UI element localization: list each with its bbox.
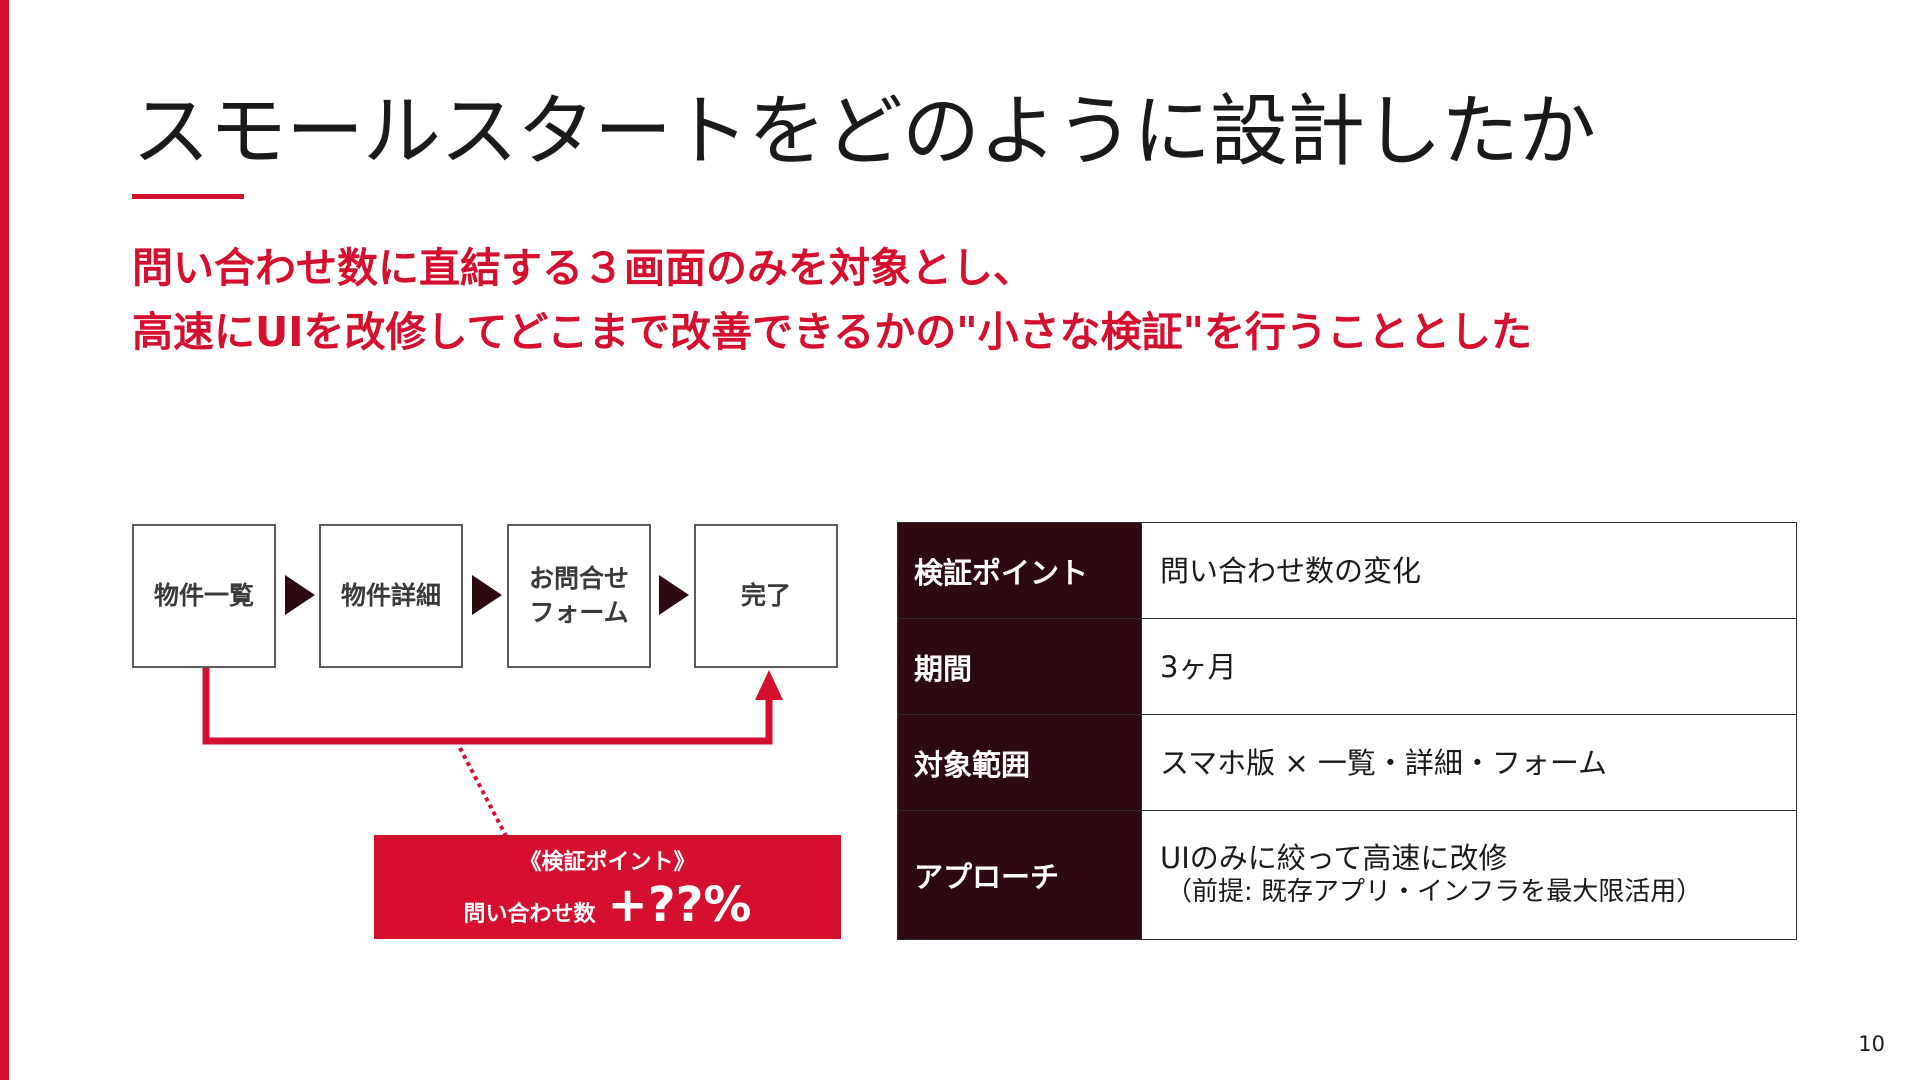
subtitle: 問い合わせ数に直結する３画面のみを対象とし、 高速にUIを改修してどこまで改善で… (132, 236, 1532, 364)
table-value-cell: 問い合わせ数の変化 (1141, 522, 1797, 619)
flow-step-label: フォーム (529, 598, 629, 627)
table-header-cell: 期間 (897, 618, 1142, 715)
table-value: UIのみに絞って高速に改修 (1160, 841, 1508, 875)
arrow-up-icon (755, 670, 783, 700)
flow-step-label: 物件一覧 (153, 581, 254, 610)
flow-step-label: 物件詳細 (340, 581, 441, 610)
check-point-title: 《検証ポイント》 (519, 850, 696, 875)
info-table: 検証ポイント 問い合わせ数の変化 期間 3ヶ月 対象範囲 スマホ版 × 一覧・詳… (897, 522, 1797, 940)
arrow-right-icon (285, 575, 315, 615)
arrow-right-icon (472, 575, 502, 615)
table-value: 3ヶ月 (1160, 649, 1237, 684)
left-accent-bar (0, 0, 9, 1080)
table-value-cell: 3ヶ月 (1141, 618, 1797, 715)
check-point-value: +??% (607, 877, 752, 933)
dotted-leader-line (458, 747, 508, 837)
table-row: アプローチ UIのみに絞って高速に改修 （前提: 既存アプリ・インフラを最大限活… (897, 810, 1797, 940)
check-point-line: 問い合わせ数 +??% (374, 877, 841, 933)
check-point-box: 《検証ポイント》 問い合わせ数 +??% (374, 835, 841, 939)
title-underline (132, 194, 244, 199)
table-row: 検証ポイント 問い合わせ数の変化 (897, 522, 1797, 619)
page-title: スモールスタートをどのように設計したか (132, 87, 1596, 177)
table-value-cell: スマホ版 × 一覧・詳細・フォーム (1141, 714, 1797, 811)
table-row: 対象範囲 スマホ版 × 一覧・詳細・フォーム (897, 714, 1797, 811)
table-header-cell: アプローチ (897, 810, 1142, 940)
page-number: 10 (1858, 1032, 1885, 1056)
subtitle-line-1: 問い合わせ数に直結する３画面のみを対象とし、 (132, 244, 1034, 292)
table-row: 期間 3ヶ月 (897, 618, 1797, 715)
table-header-cell: 対象範囲 (897, 714, 1142, 811)
flow-connector (202, 668, 783, 745)
flow-step-detail: 物件詳細 (319, 524, 463, 668)
table-value-note: （前提: 既存アプリ・インフラを最大限活用） (1166, 877, 1703, 907)
flow-step-label: お問合せ (528, 564, 629, 593)
table-value-cell: UIのみに絞って高速に改修 （前提: 既存アプリ・インフラを最大限活用） (1141, 810, 1797, 940)
arrow-right-icon (659, 575, 689, 615)
subtitle-line-2: 高速にUIを改修してどこまで改善できるかの"小さな検証"を行うこととした (132, 308, 1532, 356)
connector-line (202, 668, 773, 745)
table-header-cell: 検証ポイント (897, 522, 1142, 619)
check-point-label: 問い合わせ数 (463, 902, 596, 927)
table-value: 問い合わせ数の変化 (1160, 553, 1422, 588)
flow-step-label: 完了 (740, 581, 791, 610)
flow-step-complete: 完了 (694, 524, 838, 668)
flow-step-list: 物件一覧 (132, 524, 276, 668)
flow-step-form: お問合せ フォーム (507, 524, 651, 668)
table-value: スマホ版 × 一覧・詳細・フォーム (1160, 745, 1607, 780)
